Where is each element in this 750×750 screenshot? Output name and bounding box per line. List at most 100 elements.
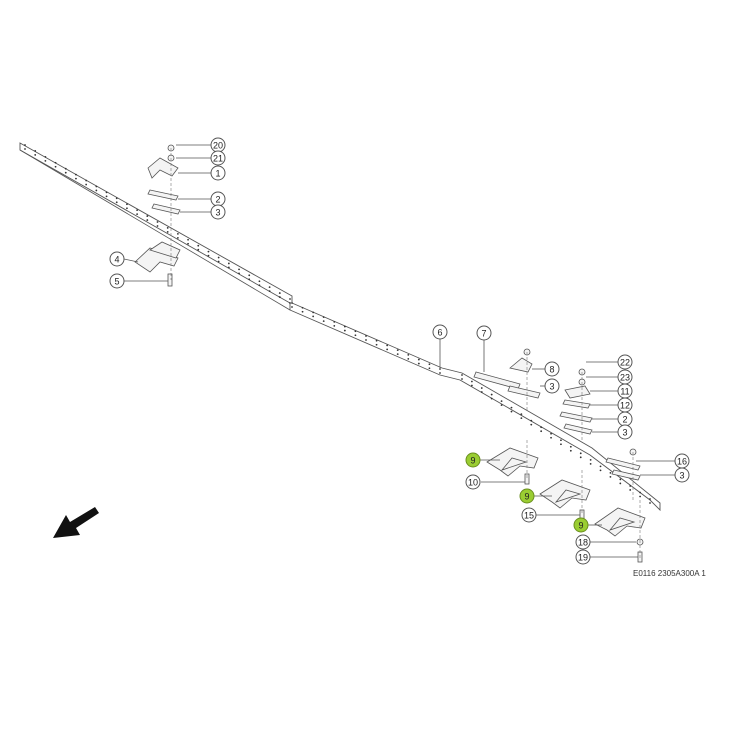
bar-hole: [333, 320, 336, 323]
callout-circle: [674, 467, 690, 483]
callout-circle: [210, 204, 226, 220]
callout-5: 5: [109, 273, 125, 289]
bar-hole: [156, 225, 159, 227]
callout-10: 10: [465, 474, 481, 490]
bar-hole: [439, 368, 441, 370]
bar-hole: [461, 378, 463, 380]
callout-label: 9: [578, 521, 583, 531]
callout-circle: [476, 325, 492, 341]
bar-hole: [530, 419, 533, 422]
bar-hole: [510, 406, 513, 409]
bar-hole: [64, 167, 67, 170]
callout-label: 2: [622, 415, 627, 425]
callout-label: 9: [524, 492, 529, 502]
bar-hole: [176, 236, 179, 239]
bar-hole: [599, 469, 602, 472]
callout-22: 22: [617, 354, 633, 370]
callout-12: 12: [617, 397, 633, 413]
bar-hole: [343, 325, 346, 328]
bar-hole: [639, 495, 642, 498]
bar-hole: [609, 471, 612, 474]
bar-hole: [227, 262, 230, 265]
callout-9: 9: [465, 452, 481, 468]
bar-hole: [301, 310, 304, 313]
bar-hole: [115, 201, 118, 204]
callout-label: 3: [549, 382, 554, 392]
callout-circle: [575, 549, 591, 565]
callout-circle: [432, 324, 448, 340]
bar-hole: [619, 478, 622, 481]
bar-hole: [54, 161, 57, 164]
callout-7: 7: [476, 325, 492, 341]
callout-circle: [109, 273, 125, 289]
bar-hole: [291, 302, 293, 304]
callout-label: 20: [213, 141, 223, 151]
bar-hole: [54, 165, 57, 168]
bar-hole: [530, 423, 533, 426]
callout-circle: [210, 165, 226, 181]
bar-hole: [579, 456, 582, 459]
callout-16: 16: [674, 453, 690, 469]
bar-hole: [289, 298, 291, 300]
bar-hole: [579, 452, 582, 455]
bar-hole: [649, 498, 651, 500]
bar-hole: [407, 357, 410, 360]
bar-hole: [115, 197, 118, 200]
bar-hole: [75, 177, 77, 180]
bar-hole: [417, 362, 420, 365]
callout-8: 8: [544, 361, 560, 377]
bar-hole: [365, 335, 367, 337]
callout-label: 16: [677, 457, 687, 467]
bar-hole: [75, 173, 77, 176]
bar-hole: [278, 292, 281, 294]
bar-hole: [520, 413, 523, 416]
callout-label: 19: [578, 553, 588, 563]
callout-circle: [575, 534, 591, 550]
callout-3: 3: [210, 204, 226, 220]
callout-circle: [519, 488, 535, 504]
bar-hole: [470, 380, 473, 383]
bar-hole: [258, 280, 261, 283]
bar-hole: [629, 489, 632, 491]
bar-hole: [639, 491, 642, 494]
bar-hole: [217, 260, 220, 263]
callout-21: 21: [210, 150, 226, 166]
bar-hole: [312, 315, 315, 318]
bar-hole: [354, 330, 357, 333]
bar-hole: [470, 384, 473, 387]
bar-hole: [343, 329, 346, 332]
bar-hole: [238, 272, 240, 275]
bar-hole: [44, 159, 47, 162]
bar-hole: [396, 349, 399, 352]
callout-label: 6: [437, 328, 442, 338]
bar-hole: [248, 278, 251, 281]
bar-hole: [599, 465, 602, 468]
callout-20: 20: [210, 137, 226, 153]
bar-hole: [197, 248, 200, 251]
bar-hole: [569, 449, 572, 452]
bar-hole: [417, 358, 420, 361]
bar-hole: [207, 250, 210, 253]
callout-circle: [465, 452, 481, 468]
bar-hole: [480, 387, 483, 389]
bar-hole: [136, 213, 139, 216]
callout-label: 4: [114, 255, 119, 265]
bar-hole: [407, 353, 410, 356]
bar-hole: [238, 268, 240, 271]
bar-hole: [64, 171, 67, 174]
leader-lines: [123, 144, 675, 558]
bar-hole: [217, 256, 220, 259]
bar-hole: [550, 432, 552, 435]
bar-hole: [136, 209, 139, 212]
bar-hole: [85, 179, 88, 182]
bar-hole: [500, 404, 503, 407]
bar-hole: [461, 374, 463, 376]
callout-3: 3: [544, 378, 560, 394]
bar-hole: [629, 485, 632, 487]
bar-hole: [500, 400, 503, 403]
bar-hole: [589, 462, 592, 465]
bar-hole: [248, 274, 251, 277]
callout-3: 3: [674, 467, 690, 483]
callout-label: 22: [620, 358, 630, 368]
left-assembly: [134, 144, 181, 287]
